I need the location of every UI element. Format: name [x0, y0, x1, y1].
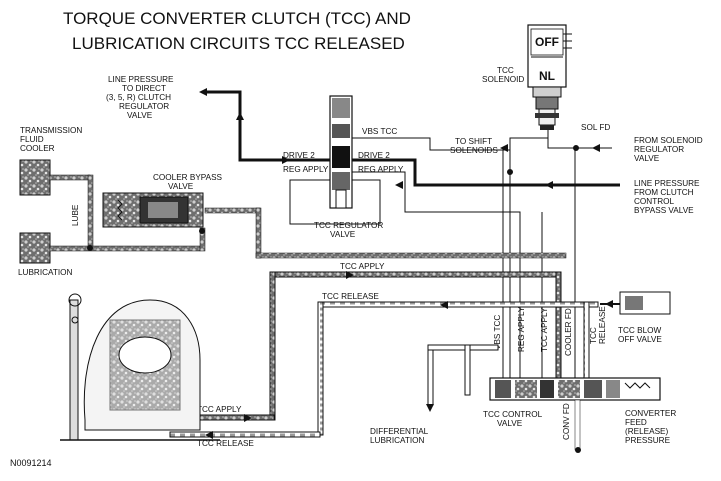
reg-apply-left: REG APPLY: [283, 165, 329, 174]
title-line-1: TORQUE CONVERTER CLUTCH (TCC) AND: [63, 9, 411, 28]
from-sol-reg-3: VALVE: [634, 154, 660, 163]
line-pressure-clutch-3: CONTROL: [634, 197, 674, 206]
line-pressure-clutch-4: BYPASS VALVE: [634, 206, 694, 215]
tcc-apply-bottom: TCC APPLY: [197, 405, 242, 414]
from-sol-reg-2: REGULATOR: [634, 145, 684, 154]
tcc-apply-release-lines: [169, 271, 599, 438]
to-shift-1: TO SHIFT: [455, 137, 492, 146]
differential-lubrication-path: [427, 344, 499, 406]
lubrication-label: LUBRICATION: [18, 268, 73, 277]
solenoid-label-2: SOLENOID: [482, 75, 524, 84]
line-pressure-direct-5: VALVE: [127, 111, 153, 120]
tcc-blow-off-1: TCC BLOW: [618, 326, 661, 335]
tcc-control-label-1: TCC CONTROL: [483, 410, 543, 419]
tcc-blow-off-valve: [600, 291, 671, 315]
junction-vbs: [507, 169, 513, 175]
solenoid-state-off: OFF: [535, 35, 559, 49]
lubrication-block: [19, 232, 51, 264]
tcc-release-vert-2: RELEASE: [598, 306, 607, 344]
junction-sol-fd: [573, 145, 579, 151]
lube-label: LUBE: [71, 204, 80, 226]
line-pressure-direct-1: LINE PRESSURE: [108, 75, 174, 84]
cooler-fd-vert: COOLER FD: [564, 308, 573, 356]
cooler-bypass-label-2: VALVE: [168, 182, 194, 191]
vbs-tcc-top: VBS TCC: [362, 127, 397, 136]
lube-lines: [49, 174, 567, 259]
title-line-2: LUBRICATION CIRCUITS TCC RELEASED: [72, 34, 405, 53]
figure-id: N0091214: [10, 458, 52, 468]
cooler-bypass-valve: [102, 192, 204, 228]
tcc-blow-off-2: OFF VALVE: [618, 335, 662, 344]
cooler-bypass-label-1: COOLER BYPASS: [153, 173, 223, 182]
tcc-control-valve: [489, 377, 661, 401]
converter-feed-4: PRESSURE: [625, 436, 671, 445]
line-pressure-clutch-1: LINE PRESSURE: [634, 179, 700, 188]
tcc-solenoid: OFF NL: [527, 24, 572, 130]
conv-fd: CONV FD: [562, 403, 571, 440]
tcc-regulator-valve: [329, 95, 353, 209]
solenoid-label-1: TCC: [497, 66, 514, 75]
tcc-regulator-label-1: TCC REGULATOR: [314, 221, 383, 230]
from-sol-reg-1: FROM SOLENOID: [634, 136, 703, 145]
cooler-label-2: FLUID: [20, 135, 44, 144]
tcc-release-bottom: TCC RELEASE: [197, 439, 254, 448]
drive2-right: DRIVE 2: [358, 151, 390, 160]
differential-lub-1: DIFFERENTIAL: [370, 427, 429, 436]
converter-feed-3: (RELEASE): [625, 427, 668, 436]
line-pressure-direct-2: TO DIRECT: [122, 84, 166, 93]
tcc-apply-vert: TCC APPLY: [540, 307, 549, 352]
drive2-left: DRIVE 2: [283, 151, 315, 160]
tcc-regulator-label-2: VALVE: [330, 230, 356, 239]
to-shift-2: SOLENOIDS: [450, 146, 498, 155]
flow-arrows-line: [199, 88, 553, 189]
cooler-label-1: TRANSMISSION: [20, 126, 82, 135]
line-pressure-direct-3: (3, 5, R) CLUTCH: [106, 93, 171, 102]
tcc-control-label-2: VALVE: [497, 419, 523, 428]
differential-lub-2: LUBRICATION: [370, 436, 425, 445]
tcc-release-vert-1: TCC: [589, 327, 598, 344]
line-pressure-direct-4: REGULATOR: [119, 102, 169, 111]
line-pressure-clutch-2: FROM CLUTCH: [634, 188, 694, 197]
reg-apply-vert: REG APPLY: [517, 306, 526, 352]
converter-feed-2: FEED: [625, 418, 647, 427]
cooler-label-3: COOLER: [20, 144, 55, 153]
sol-fd: SOL FD: [581, 123, 610, 132]
reg-apply-right: REG APPLY: [358, 165, 404, 174]
torque-converter: [60, 293, 220, 441]
solenoid-state-nl: NL: [539, 69, 555, 83]
tcc-release-mid: TCC RELEASE: [322, 292, 379, 301]
converter-feed-1: CONVERTER: [625, 409, 676, 418]
solenoid-feed-lines: [352, 130, 612, 380]
tcc-apply-top: TCC APPLY: [340, 262, 385, 271]
vbs-tcc-vert: VBS TCC: [493, 315, 502, 350]
transmission-fluid-cooler: [19, 159, 51, 196]
